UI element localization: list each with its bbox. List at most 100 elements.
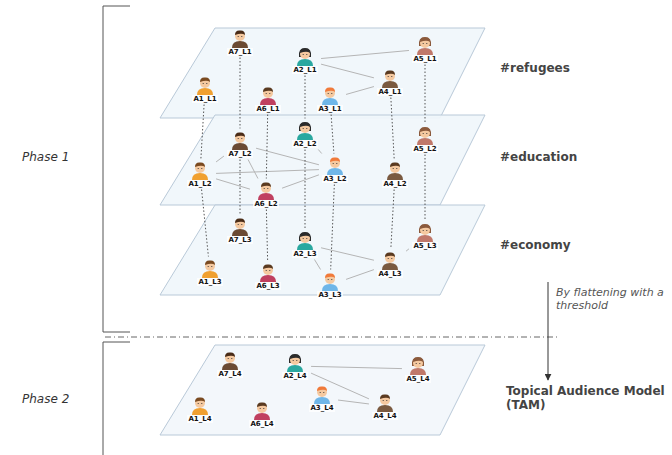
agent-label: A1_L2 xyxy=(187,180,212,188)
eye xyxy=(198,168,199,169)
audience-link xyxy=(216,179,250,189)
eye xyxy=(303,238,304,239)
phase-1-bracket xyxy=(103,6,130,332)
shirt xyxy=(287,365,303,372)
hair xyxy=(300,232,310,237)
shirt xyxy=(417,138,433,145)
person-icon xyxy=(320,271,340,291)
eye xyxy=(423,230,424,231)
face xyxy=(420,225,430,235)
layer-link xyxy=(331,185,335,270)
phase-separator xyxy=(105,337,560,338)
shirt xyxy=(314,397,330,404)
audience-link xyxy=(311,366,402,368)
face xyxy=(300,233,310,243)
person-node: A4_L3 xyxy=(375,250,404,278)
audience-link xyxy=(216,156,224,162)
layer-plane xyxy=(160,115,485,205)
layer-label: #refugees xyxy=(500,61,620,75)
audience-link xyxy=(346,270,374,280)
layer-link xyxy=(425,155,426,221)
agent-label: A3_L3 xyxy=(317,291,342,299)
person-icon xyxy=(195,75,215,95)
audience-link xyxy=(321,50,409,58)
eye xyxy=(238,36,239,37)
agent-label: A3_L2 xyxy=(322,175,347,183)
hair xyxy=(300,122,310,127)
eye xyxy=(391,258,392,259)
eye xyxy=(231,358,232,359)
person-icon xyxy=(190,395,210,415)
eye xyxy=(331,279,332,280)
eye xyxy=(203,83,204,84)
person-node: A6_L3 xyxy=(253,262,282,290)
shirt xyxy=(322,98,338,105)
person-icon xyxy=(252,400,272,420)
face xyxy=(317,387,327,397)
hair xyxy=(257,402,267,407)
person-node: A5_L2 xyxy=(410,125,439,153)
eye xyxy=(320,392,321,393)
eye xyxy=(328,279,329,280)
agent-label: A7_L4 xyxy=(217,370,242,378)
person-icon xyxy=(230,28,250,48)
face xyxy=(330,158,340,168)
hair xyxy=(300,48,310,53)
person-node: A3_L2 xyxy=(320,155,349,183)
phase-brackets xyxy=(103,6,130,455)
shirt xyxy=(417,235,433,242)
hair xyxy=(261,182,271,187)
person-node: A3_L4 xyxy=(307,384,336,412)
phase-2-bracket xyxy=(103,342,130,455)
face xyxy=(290,355,300,365)
hair xyxy=(325,87,335,92)
phase-label: Phase 1 xyxy=(22,150,92,164)
face xyxy=(263,265,273,275)
agent-label: A3_L1 xyxy=(317,105,342,113)
eye xyxy=(211,266,212,267)
agent-label: A2_L3 xyxy=(292,250,317,258)
shirt xyxy=(297,243,313,250)
eye xyxy=(426,133,427,134)
shirt xyxy=(260,275,276,282)
hair xyxy=(420,224,430,229)
person-icon xyxy=(285,352,305,372)
person-icon xyxy=(380,250,400,270)
face xyxy=(390,163,400,173)
arrow-note: By flattening with a threshold xyxy=(556,286,668,312)
hair xyxy=(235,30,245,35)
person-node: A5_L3 xyxy=(410,222,439,250)
eye xyxy=(328,93,329,94)
layer-link xyxy=(202,190,209,257)
shirt xyxy=(410,368,426,375)
person-icon xyxy=(385,160,405,180)
person-icon xyxy=(258,85,278,105)
person-icon xyxy=(380,68,400,88)
hair xyxy=(420,37,430,42)
agent-label: A6_L1 xyxy=(255,105,280,113)
layer-plane xyxy=(160,345,485,435)
hair xyxy=(413,357,423,362)
person-node: A2_L4 xyxy=(280,352,309,380)
audience-link xyxy=(321,248,374,260)
layer-link xyxy=(391,190,394,249)
eye xyxy=(336,163,337,164)
face xyxy=(413,358,423,368)
layer-link xyxy=(425,65,426,124)
face xyxy=(261,183,271,193)
agent-label: A2_L4 xyxy=(282,372,307,380)
eye xyxy=(228,358,229,359)
shirt xyxy=(297,59,313,66)
eye xyxy=(269,270,270,271)
person-icon xyxy=(325,155,345,175)
face xyxy=(420,38,430,48)
face xyxy=(263,88,273,98)
flatten-arrow xyxy=(548,282,549,380)
person-node: A4_L4 xyxy=(370,392,399,420)
eye xyxy=(260,408,261,409)
person-node: A1_L1 xyxy=(190,75,219,103)
layer-link xyxy=(331,115,334,154)
person-icon xyxy=(230,130,250,150)
audience-link xyxy=(256,148,319,165)
